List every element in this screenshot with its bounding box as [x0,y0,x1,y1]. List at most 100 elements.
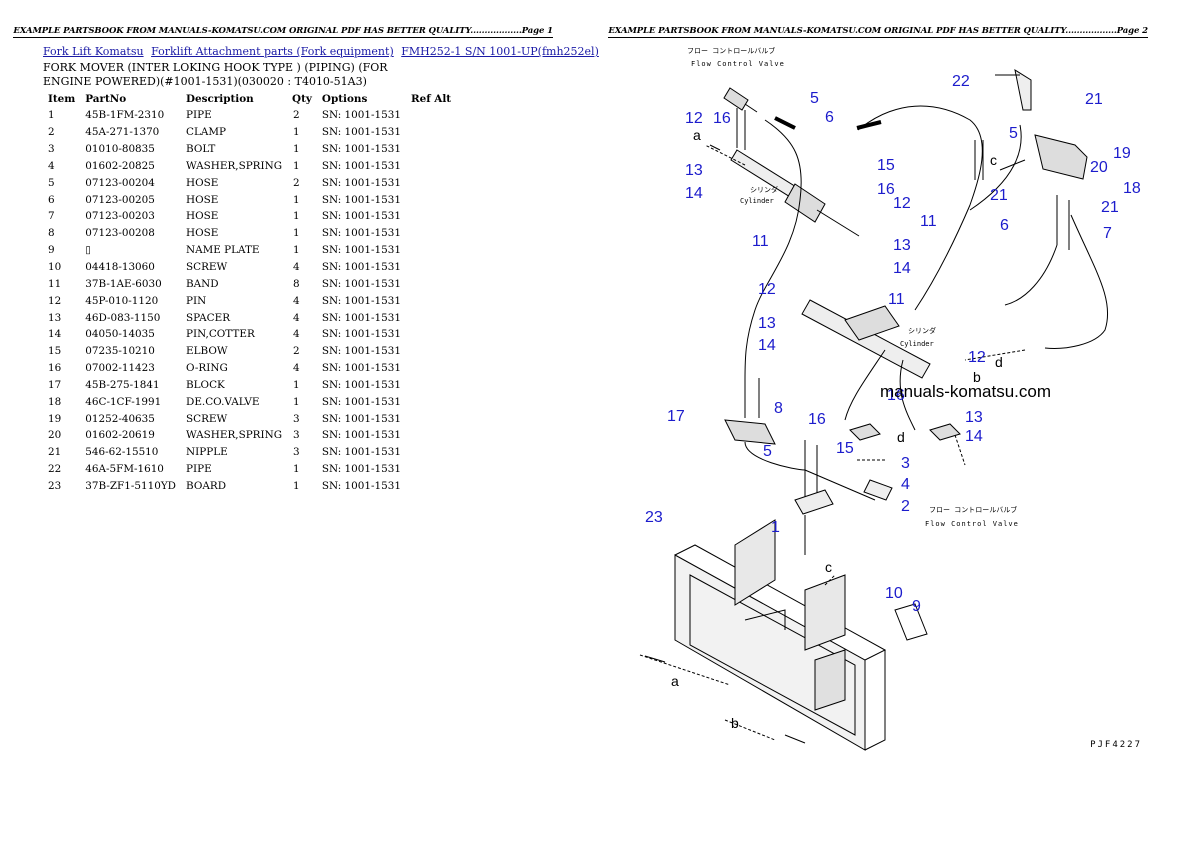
cell-ref-alt [406,242,456,259]
callout-12: 12 [685,110,703,127]
callout-6: 6 [825,109,834,126]
cell-partno: 46C-1CF-1991 [85,395,162,408]
cell-item: 18 [48,395,62,408]
cell-options: SN: 1001-1531 [321,261,401,274]
cell-options: SN: 1001-1531 [321,159,401,172]
cell-item: 7 [48,210,55,223]
cell-item: 8 [48,227,55,240]
callout-5: 5 [763,443,772,460]
column-header-partno: PartNo [85,93,127,105]
caption-cylinder-jp-top: シリンダ [750,185,778,194]
cell-item: 22 [48,463,62,476]
cell-ref-alt [406,259,456,276]
diagram-captions: フロー コントロールバルブ Flow Control Valve シリンダ Cy… [687,46,1018,528]
cell-options: SN: 1001-1531 [321,277,401,290]
cell-description: PIN,COTTER [186,328,255,341]
callout-1: 1 [771,519,780,536]
cell-ref-alt [406,427,456,444]
cell-qty: 4 [293,328,300,341]
cell-item: 13 [48,311,62,324]
callout-16: 16 [887,387,905,404]
cell-partno: 01602-20825 [85,159,155,172]
callout-13: 13 [893,237,911,254]
cell-description: O-RING [186,362,228,375]
cell-item: 11 [48,277,62,290]
cell-qty: 4 [293,311,300,324]
cell-description: WASHER,SPRING [186,159,283,172]
cell-item: 1 [48,109,55,122]
cell-ref-alt [406,478,456,495]
diagram-page: EXAMPLE PARTSBOOK FROM MANUALS-KOMATSU.C… [595,0,1190,842]
cell-qty: 1 [293,227,300,240]
callout-16: 16 [808,411,826,428]
cell-partno: 07002-11423 [85,362,155,375]
callout-6: 6 [1000,217,1009,234]
callout-23: 23 [645,509,663,526]
cell-ref-alt [406,225,456,242]
cell-ref-alt [406,326,456,343]
cell-partno: 04050-14035 [85,328,155,341]
page-title: FORK MOVER (INTER LOKING HOOK TYPE ) (PI… [43,61,388,88]
cell-partno: 01010-80835 [85,143,155,156]
cell-description: SCREW [186,261,228,274]
cell-item: 21 [48,446,62,459]
cell-qty: 1 [293,126,300,139]
cell-partno: 45B-1FM-2310 [85,109,165,122]
cell-qty: 4 [293,294,300,307]
cell-partno: 07123-00208 [85,227,155,240]
cell-ref-alt [406,141,456,158]
cell-ref-alt [406,360,456,377]
cell-options: SN: 1001-1531 [321,176,401,189]
cell-ref-alt [406,343,456,360]
callout-14: 14 [758,337,776,354]
cell-qty: 2 [293,345,300,358]
cell-partno: 46A-5FM-1610 [85,463,164,476]
cell-options: SN: 1001-1531 [321,345,401,358]
cell-partno: 37B-1AE-6030 [85,277,162,290]
cell-ref-alt [406,377,456,394]
column-header-options: Options [321,93,368,105]
cell-item: 9 [48,244,55,257]
cell-options: SN: 1001-1531 [321,412,401,425]
breadcrumb-link-fork-lift-komatsu[interactable]: Fork Lift Komatsu [43,45,144,58]
callout-11: 11 [752,233,769,250]
callout-5: 5 [810,90,819,107]
cell-options: SN: 1001-1531 [321,227,401,240]
cell-ref-alt [406,292,456,309]
cell-description: PIN [186,294,207,307]
cell-ref-alt [406,208,456,225]
cell-item: 12 [48,294,62,307]
callout-numbers: 5 6 12 16 13 14 15 16 12 13 14 11 11 22 … [645,73,1141,615]
watermark: manuals-komatsu.com [880,382,1052,401]
column-header-item: Item [48,93,76,105]
cell-partno: 04418-13060 [85,261,155,274]
cell-options: SN: 1001-1531 [321,143,401,156]
breadcrumb-link-model[interactable]: FMH252-1 S/N 1001-UP(fmh252el) [401,45,599,58]
cell-item: 16 [48,362,62,375]
cell-ref-alt [406,107,456,124]
cell-qty: 4 [293,362,300,375]
breadcrumb-link-attachment-parts[interactable]: Forklift Attachment parts (Fork equipmen… [151,45,394,58]
caption-flow-valve-top: Flow Control Valve [691,60,785,68]
page-header-2: EXAMPLE PARTSBOOK FROM MANUALS-KOMATSU.C… [608,26,1148,38]
cell-ref-alt [406,410,456,427]
cell-partno: 01602-20619 [85,429,155,442]
cell-ref-alt [406,124,456,141]
cell-options: SN: 1001-1531 [321,126,401,139]
callout-15: 15 [836,440,854,457]
cell-qty: 3 [293,412,300,425]
